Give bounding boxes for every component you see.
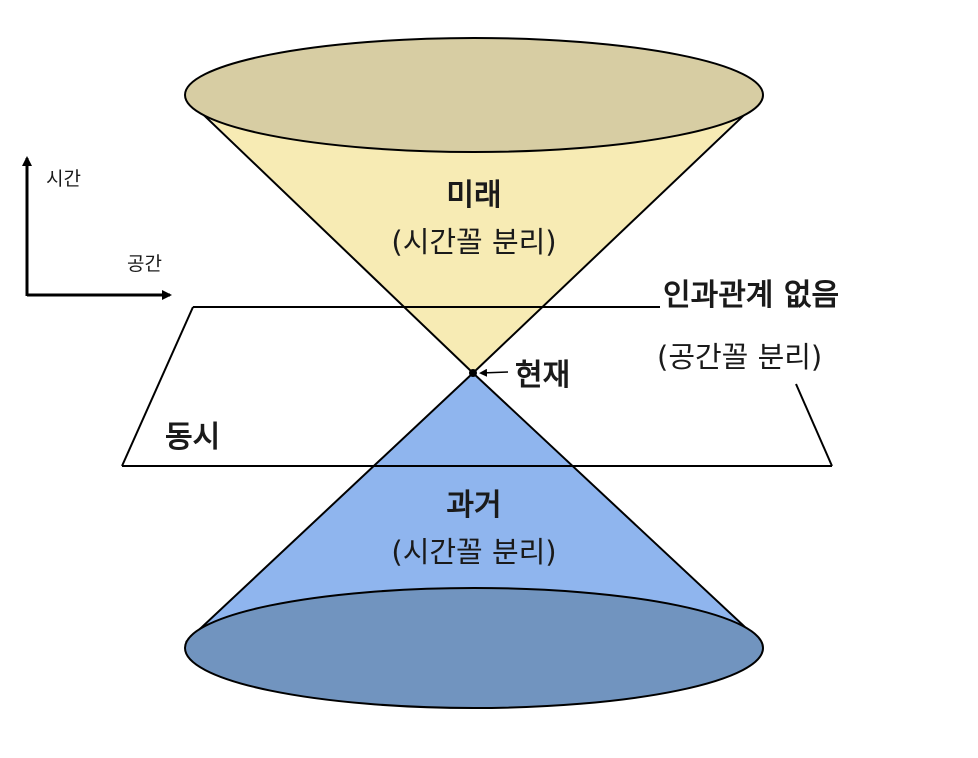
causality-title: 인과관계 없음 — [663, 278, 839, 313]
space-axis-label: 공간 — [127, 253, 162, 275]
future-cone-top — [184, 37, 764, 153]
future-title: 미래 — [446, 178, 501, 213]
causality-subtitle: (공간꼴 분리) — [657, 340, 822, 374]
present-label: 현재 — [515, 358, 570, 393]
future-cone-left-edge — [185, 97, 474, 374]
past-cone-right-edge — [472, 372, 762, 643]
past-cone-left-edge — [185, 372, 474, 643]
future-subtitle: (시간꼴 분리) — [391, 225, 556, 259]
axes: 시간 공간 — [22, 156, 172, 300]
past-cone — [185, 373, 762, 644]
future-cone-right-edge — [472, 97, 763, 374]
past-subtitle: (시간꼴 분리) — [391, 535, 556, 569]
future-cone — [185, 95, 763, 373]
simultaneous-plane — [121, 306, 833, 467]
past-title: 과거 — [446, 488, 501, 523]
time-axis-label: 시간 — [46, 168, 81, 190]
present-point — [469, 369, 477, 377]
present-pointer — [479, 368, 509, 377]
past-cone-bottom — [184, 587, 764, 709]
simultaneous-label: 동시 — [165, 420, 220, 455]
